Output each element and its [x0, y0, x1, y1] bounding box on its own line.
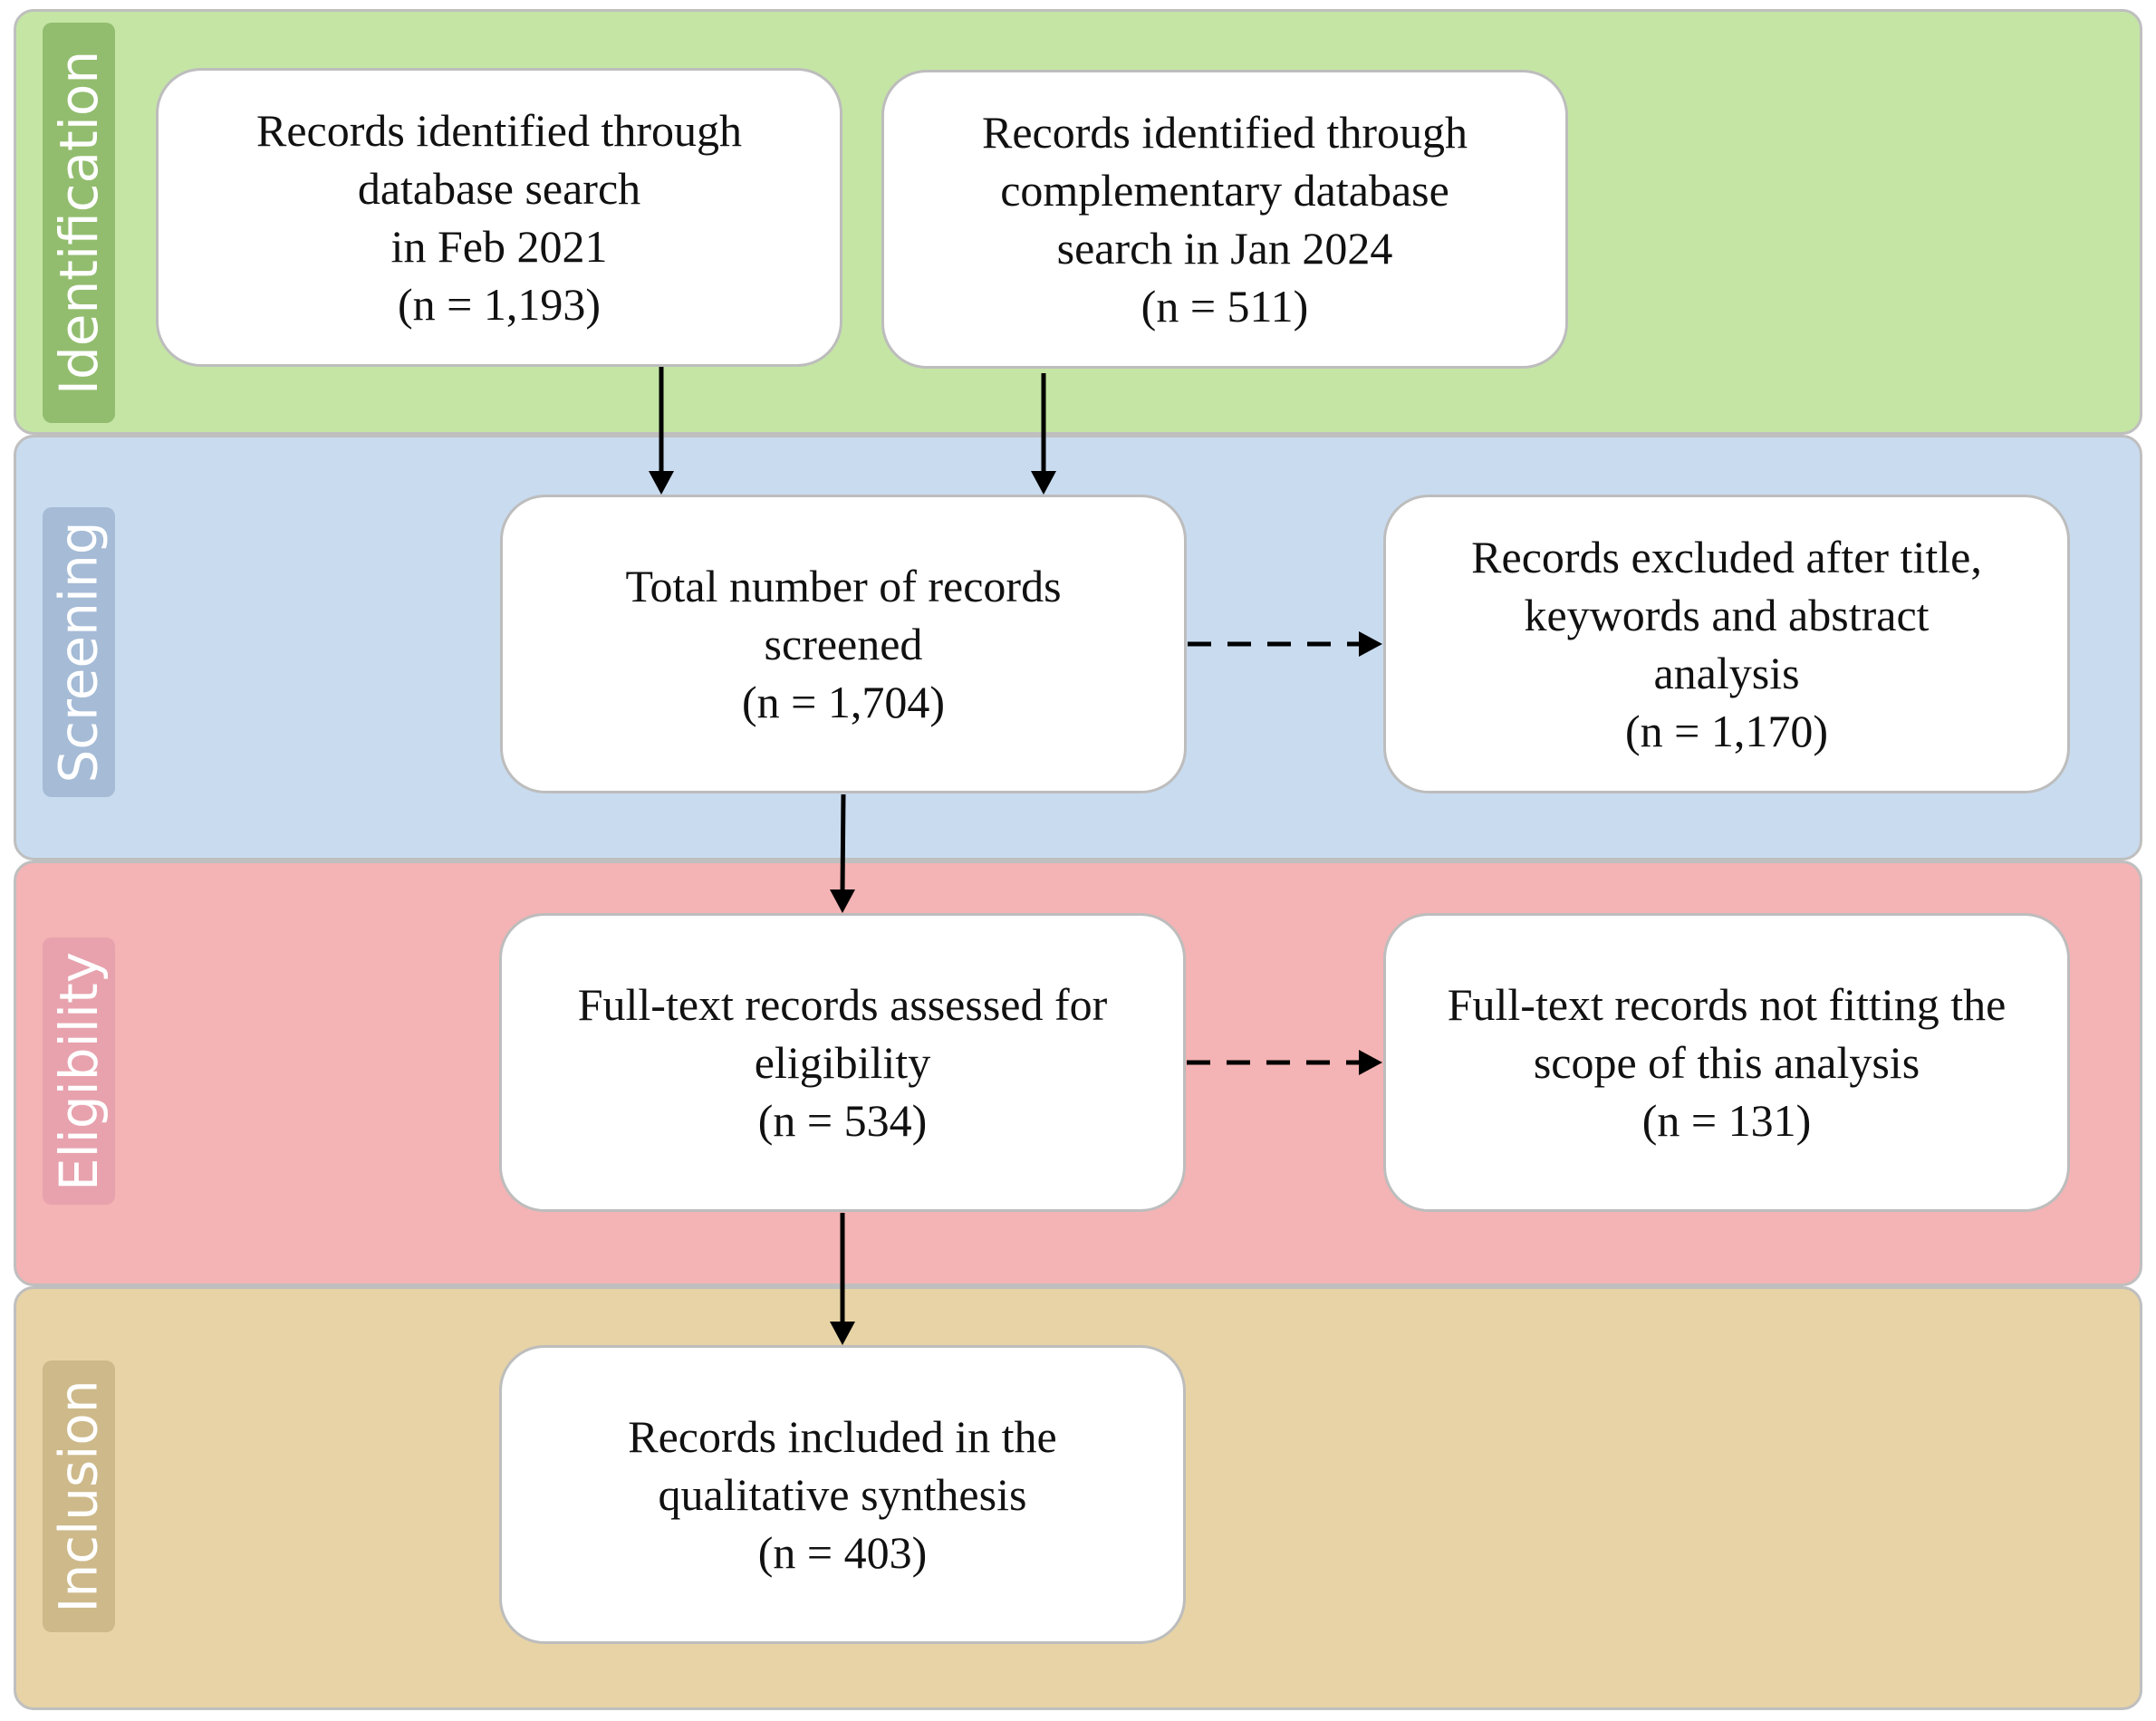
fulltext-not-fitting-text: Full-text records not fitting the scope … — [1447, 979, 2007, 1146]
database-search-box: Records identified through database sear… — [156, 68, 842, 367]
records-excluded-text: Records excluded after title, keywords a… — [1471, 532, 1982, 756]
records-excluded-box: Records excluded after title, keywords a… — [1383, 495, 2070, 793]
fulltext-not-fitting-box: Full-text records not fitting the scope … — [1383, 913, 2070, 1212]
identification-stage-label: Identification — [43, 23, 115, 423]
screening-stage-label: Screening — [43, 507, 115, 797]
inclusion-stage-label: Inclusion — [43, 1360, 115, 1632]
records-screened-box: Total number of records screened (n = 1,… — [500, 495, 1187, 793]
records-included-text: Records included in the qualitative synt… — [628, 1411, 1057, 1578]
fulltext-assessed-text: Full-text records assessed for eligibili… — [577, 979, 1108, 1146]
complementary-search-text: Records identified through complementary… — [982, 107, 1468, 332]
database-search-text: Records identified through database sear… — [256, 105, 742, 330]
eligibility-stage-label: Eligibility — [43, 937, 115, 1205]
complementary-search-box: Records identified through complementary… — [881, 70, 1568, 369]
records-included-box: Records included in the qualitative synt… — [499, 1345, 1186, 1644]
records-screened-text: Total number of records screened (n = 1,… — [625, 561, 1062, 727]
fulltext-assessed-box: Full-text records assessed for eligibili… — [499, 913, 1186, 1212]
